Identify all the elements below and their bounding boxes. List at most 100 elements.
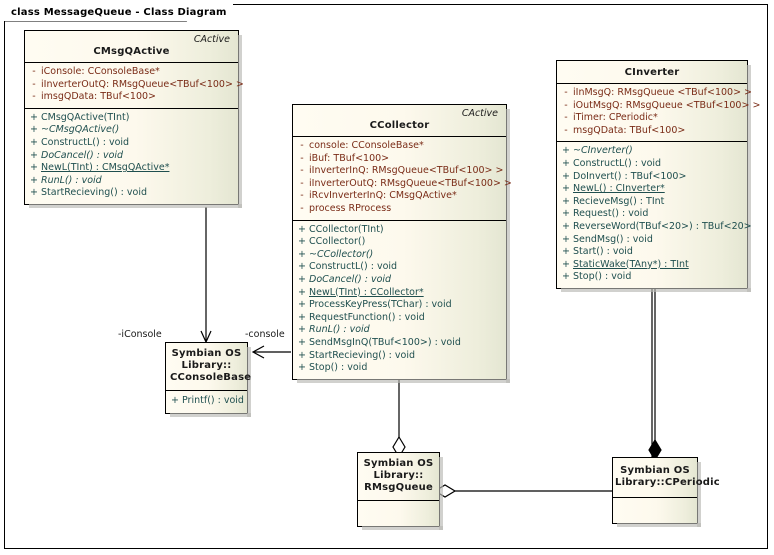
visibility-marker: - bbox=[32, 78, 36, 90]
operation-signature: RecieveMsg() : TInt bbox=[573, 195, 665, 207]
diagram-title: class MessageQueue - Class Diagram bbox=[4, 4, 233, 21]
class-header-rmsgqueue: Symbian OS Library:: RMsgQueue bbox=[358, 453, 439, 500]
visibility-marker: - bbox=[564, 124, 568, 136]
class-stereotype: CActive bbox=[193, 34, 230, 45]
visibility-marker: + bbox=[562, 271, 570, 283]
operation-signature: NewL(TInt) : CCollector* bbox=[309, 286, 424, 298]
class-box-ccollector[interactable]: CActive CCollector -console: CConsoleBas… bbox=[292, 104, 512, 383]
attribute-signature: iConsole: CConsoleBase* bbox=[41, 66, 160, 77]
operation-signature: RequestFunction() : void bbox=[309, 311, 425, 323]
attribute-signature: process RProcess bbox=[309, 202, 392, 214]
connector-label-iconsole: -iConsole bbox=[118, 329, 162, 340]
attribute-list-cmsgqactive: -iConsole: CConsoleBase* -iInverterOutQ:… bbox=[25, 63, 244, 108]
class-box-cperiodic[interactable]: Symbian OS Library::CPeriodic bbox=[612, 457, 720, 527]
operation-signature: ConstructL() : void bbox=[573, 157, 662, 169]
visibility-marker: + bbox=[298, 286, 306, 298]
attribute-signature: msgQData: TBuf<100> bbox=[573, 124, 686, 136]
divider bbox=[25, 107, 238, 109]
visibility-marker: - bbox=[300, 177, 304, 189]
class-name-line-2: Library:: bbox=[373, 470, 424, 481]
class-box-cmsgqactive[interactable]: CActive CMsgQActive -iConsole: CConsoleB… bbox=[24, 30, 244, 208]
visibility-marker: + bbox=[562, 195, 570, 207]
operation-list-cmsgqactive: +CMsgQActive(TInt) +~CMsgQActive() +Cons… bbox=[25, 109, 238, 204]
visibility-marker: + bbox=[562, 183, 570, 195]
visibility-marker: + bbox=[298, 299, 306, 311]
attribute-signature: imsgQData: TBuf<100> bbox=[41, 91, 156, 103]
operation-list-cconsolebase: +Printf() : void bbox=[166, 391, 247, 413]
attribute-signature: console: CConsoleBase* bbox=[309, 140, 424, 151]
divider bbox=[166, 390, 247, 391]
divider bbox=[25, 62, 238, 63]
operation-signature: DoCancel() : void bbox=[309, 273, 392, 285]
operation-signature: Printf() : void bbox=[182, 395, 244, 406]
class-name: CInverter bbox=[624, 67, 680, 78]
visibility-marker: + bbox=[30, 111, 38, 123]
class-name-line-1: Symbian OS bbox=[171, 348, 242, 359]
visibility-marker: + bbox=[30, 149, 38, 161]
operation-list-cinverter: +~CInverter() +ConstructL() : void +DoIn… bbox=[557, 142, 752, 288]
operation-signature: SendMsgInQ(TBuf<100>) : void bbox=[309, 336, 461, 348]
attribute-signature: iInverterOutQ: RMsgQueue<TBuf<100> > bbox=[309, 177, 512, 189]
visibility-marker: + bbox=[30, 136, 38, 148]
class-name: CMsgQActive bbox=[93, 46, 170, 57]
operation-signature: DoInvert() : TBuf<100> bbox=[573, 170, 687, 182]
visibility-marker: - bbox=[300, 140, 304, 151]
operation-signature: StaticWake(TAny*) : TInt bbox=[573, 258, 689, 270]
class-box-cconsolebase[interactable]: Symbian OS Library:: CConsoleBase +Print… bbox=[165, 342, 252, 417]
visibility-marker: + bbox=[298, 362, 306, 374]
connector-label-console: -console bbox=[245, 329, 285, 340]
class-header-cmsgqactive: CActive CMsgQActive bbox=[25, 31, 238, 62]
operation-signature: ConstructL() : void bbox=[309, 261, 398, 273]
visibility-marker: + bbox=[298, 248, 306, 260]
visibility-marker: + bbox=[298, 349, 306, 361]
operation-signature: StartRecieving() : void bbox=[309, 349, 416, 361]
visibility-marker: - bbox=[300, 202, 304, 214]
divider bbox=[358, 500, 439, 501]
operation-signature: ConstructL() : void bbox=[41, 136, 130, 148]
class-name-line-3: CConsoleBase bbox=[170, 372, 252, 383]
visibility-marker: - bbox=[32, 66, 36, 77]
visibility-marker: + bbox=[562, 208, 570, 220]
visibility-marker: + bbox=[562, 220, 570, 232]
class-name-line-2: Library:: bbox=[181, 360, 232, 371]
operation-signature: ReverseWord(TBuf<20>) : TBuf<20> bbox=[573, 220, 752, 232]
visibility-marker: + bbox=[30, 187, 38, 199]
divider bbox=[293, 219, 506, 221]
visibility-marker: + bbox=[171, 395, 179, 406]
attribute-signature: iOutMsgQ: RMsgQueue <TBuf<100> > bbox=[573, 99, 761, 111]
attribute-signature: iBuf: TBuf<100> bbox=[309, 152, 390, 164]
operation-signature: ~CCollector() bbox=[309, 248, 374, 260]
divider bbox=[557, 83, 747, 84]
operation-signature: StartRecieving() : void bbox=[41, 187, 148, 199]
class-header-cperiodic: Symbian OS Library::CPeriodic bbox=[613, 458, 720, 497]
operation-signature: CCollector() bbox=[309, 236, 366, 248]
visibility-marker: + bbox=[298, 223, 306, 235]
class-header-cinverter: CInverter bbox=[557, 61, 747, 83]
visibility-marker: + bbox=[562, 157, 570, 169]
visibility-marker: + bbox=[298, 336, 306, 348]
operation-signature: Stop() : void bbox=[309, 362, 368, 374]
attribute-signature: iRcvInverterInQ: CMsgQActive* bbox=[309, 190, 457, 202]
class-box-cinverter[interactable]: CInverter -iInMsgQ: RMsgQueue <TBuf<100>… bbox=[556, 60, 760, 292]
class-header-ccollector: CActive CCollector bbox=[293, 105, 506, 136]
operation-signature: CMsgQActive(TInt) bbox=[41, 111, 130, 123]
operation-signature: Request() : void bbox=[573, 208, 649, 220]
visibility-marker: - bbox=[564, 112, 568, 124]
class-box-rmsgqueue[interactable]: Symbian OS Library:: RMsgQueue bbox=[357, 452, 443, 530]
visibility-marker: + bbox=[298, 236, 306, 248]
operation-signature: NewL() : CInverter* bbox=[573, 183, 665, 195]
visibility-marker: + bbox=[562, 258, 570, 270]
operation-signature: ~CInverter() bbox=[573, 145, 633, 157]
operation-signature: CCollector(TInt) bbox=[309, 223, 384, 235]
class-name-line-3: RMsgQueue bbox=[364, 482, 433, 493]
visibility-marker: + bbox=[298, 261, 306, 273]
divider bbox=[613, 497, 697, 498]
attribute-list-ccollector: -console: CConsoleBase* -iBuf: TBuf<100>… bbox=[293, 137, 512, 220]
operation-signature: Stop() : void bbox=[573, 271, 632, 283]
class-header-cconsolebase: Symbian OS Library:: CConsoleBase bbox=[166, 343, 252, 390]
operation-signature: RunL() : void bbox=[309, 324, 370, 336]
operation-signature: RunL() : void bbox=[41, 174, 102, 186]
visibility-marker: - bbox=[300, 165, 304, 177]
divider bbox=[293, 136, 506, 137]
visibility-marker: + bbox=[562, 145, 570, 157]
